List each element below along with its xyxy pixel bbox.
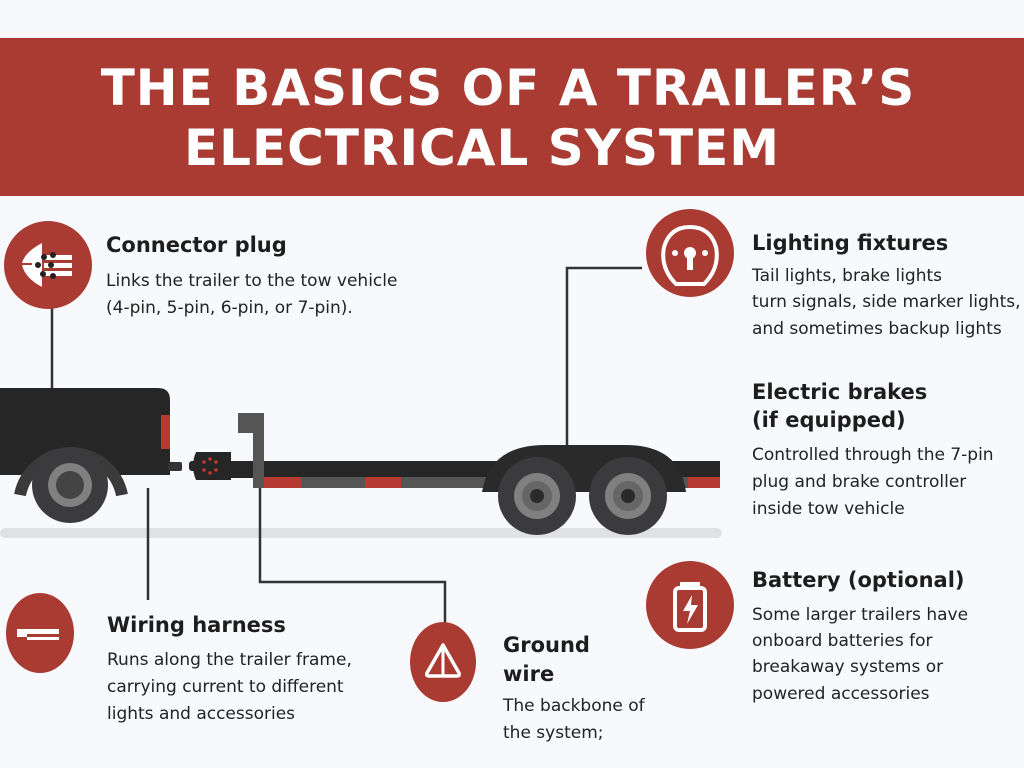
electric-brakes-desc-1: Controlled through the 7-pin [752,445,994,465]
leader-lines [50,266,642,628]
ground-wire-title-1: Ground [503,633,590,657]
battery-desc-3: breakaway systems or [752,657,944,677]
electric-brakes-title-1: Electric brakes [752,380,928,404]
battery-title: Battery (optional) [752,568,965,592]
electric-brakes-title-2: (if equipped) [752,408,906,432]
light-bulb-icon [646,209,734,297]
battery-desc-2: onboard batteries for [752,631,933,651]
wiring-desc-1: Runs along the trailer frame, [107,650,352,670]
electric-brakes-desc-3: inside tow vehicle [752,499,905,519]
ground-wire-title-2: wire [503,662,555,686]
wiring-harness-title: Wiring harness [107,613,286,637]
tow-vehicle [0,388,182,523]
title-banner [0,38,1024,196]
connector-plug-desc-1: Links the trailer to the tow vehicle [106,271,398,291]
lighting-desc-2: turn signals, side marker lights, [752,292,1021,312]
trailer [230,413,720,535]
tail-light [161,415,170,449]
page-title-line1: THE BASICS OF A TRAILER’S [100,59,916,117]
wiring-desc-2: carrying current to different [107,677,344,697]
electric-brakes-desc-2: plug and brake controller [752,472,967,492]
ground-wire-desc-2: the system; [503,723,604,743]
jack-stand [238,413,264,488]
wire-harness-icon [6,593,74,673]
wiring-desc-3: lights and accessories [107,704,296,724]
connector-plug-icon [4,221,92,309]
warning-triangle-icon [410,622,476,702]
ground-wire-desc-1: The backbone of [503,696,645,716]
battery-icon [646,561,734,649]
lighting-fixtures-title: Lighting fixtures [752,231,949,255]
trailer-plug-icon [189,452,231,480]
lighting-desc-1: Tail lights, brake lights [752,266,943,286]
battery-desc-4: powered accessories [752,684,930,704]
hitch [168,462,182,471]
lighting-desc-3: and sometimes backup lights [752,319,1002,339]
page-title-line2: ELECTRICAL SYSTEM [184,119,780,177]
battery-desc-1: Some larger trailers have [752,605,969,625]
connector-plug-title: Connector plug [106,233,287,257]
connector-plug-desc-2: (4-pin, 5-pin, 6-pin, or 7-pin). [106,298,353,318]
